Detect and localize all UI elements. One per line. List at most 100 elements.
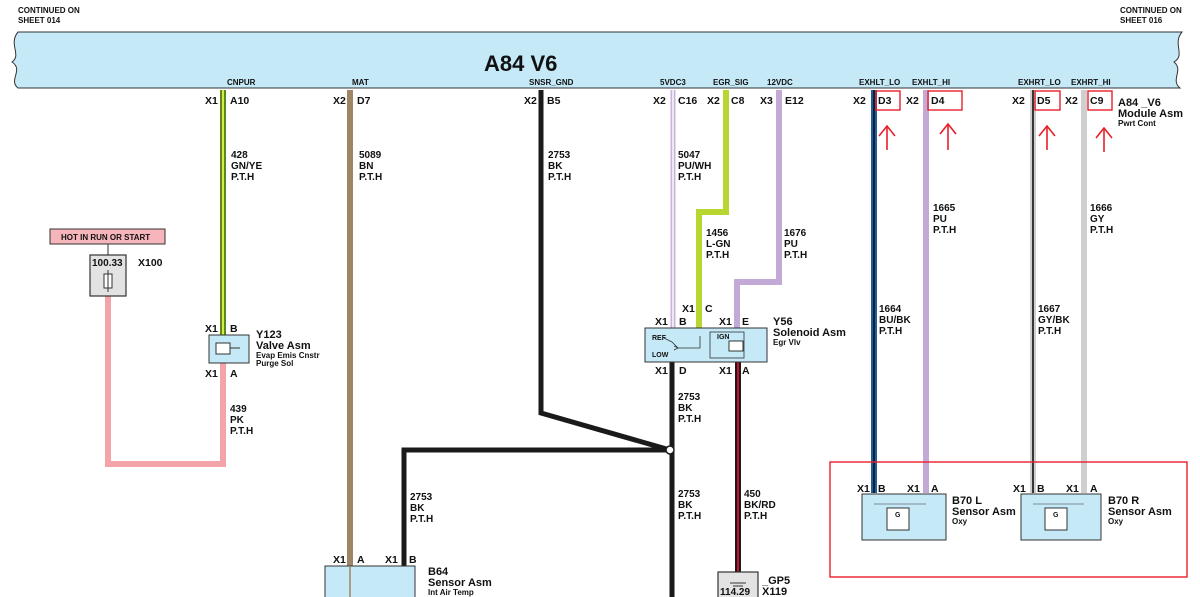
b70l-pin-b: B <box>878 483 886 495</box>
wire-2753-snsr-gnd[interactable] <box>538 90 671 453</box>
gp5-connector: X119 <box>762 586 787 597</box>
module-label-desc: Pwrt Cont <box>1118 119 1156 128</box>
hot-in-run-label: HOT IN RUN OR START <box>49 228 166 245</box>
module-a84-v6[interactable]: A84 V6 <box>11 31 1184 89</box>
fuse-100-33[interactable]: 100.33 <box>89 254 127 297</box>
pin-c8-conn: X2 <box>707 95 720 107</box>
wire-439-color: PK <box>230 415 245 426</box>
y56-pin-b: B <box>679 316 687 328</box>
pin-e12: E12 <box>785 95 804 107</box>
b70l-pin-a: A <box>931 483 939 495</box>
continued-right-line2: SHEET 016 <box>1120 16 1163 25</box>
y56-pin-c: C <box>705 303 713 315</box>
oxy-sensor-icon <box>1044 507 1068 531</box>
wire-1456-pth: P.T.H <box>706 250 729 261</box>
pin-c16-conn: X2 <box>653 95 666 107</box>
wire-439-pth: P.T.H <box>230 426 253 437</box>
hot-in-run-text: HOT IN RUN OR START <box>61 233 150 242</box>
arrow-up-icon <box>939 122 957 150</box>
wire-450-color: BK/RD <box>744 500 776 511</box>
wire-1456-color: L-GN <box>706 239 730 250</box>
y56-desc: Egr Vlv <box>773 338 801 347</box>
y56-ref-label: REF <box>652 335 667 342</box>
y56-solenoid-asm[interactable]: REF LOW IGN <box>644 327 768 363</box>
signal-12vdc: 12VDC <box>767 78 793 87</box>
b70l-oxy-sensor[interactable]: G <box>861 493 947 541</box>
y123-id: Y123 <box>256 329 282 341</box>
b64-iat-sensor[interactable] <box>324 565 416 597</box>
arrow-up-icon <box>878 124 896 150</box>
pin-d7-conn: X2 <box>333 95 346 107</box>
wire-2753d-color: BK <box>678 500 693 511</box>
pin-d5-conn: X2 <box>1012 95 1025 107</box>
wire-1667-pth: P.T.H <box>1038 326 1061 337</box>
b70r-oxy-sensor[interactable]: G <box>1020 493 1102 541</box>
wire-5047-color: PU/WH <box>678 161 711 172</box>
pin-c9: C9 <box>1090 95 1104 107</box>
gp5-ground-point[interactable]: 114.29 <box>717 571 759 597</box>
wire-1664-color: BU/BK <box>879 315 911 326</box>
wire-1665-color: PU <box>933 214 947 225</box>
b64-id: B64 <box>428 566 449 578</box>
wire-1667-num: 1667 <box>1038 304 1061 315</box>
pin-d3: D3 <box>878 95 892 107</box>
y56-pin-d-conn: X1 <box>655 365 668 377</box>
wire-1456[interactable] <box>696 90 729 328</box>
wire-1666-num: 1666 <box>1090 203 1113 214</box>
wire-439[interactable] <box>105 296 226 467</box>
y56-type: Solenoid Asm <box>773 327 846 339</box>
wire-450-num: 450 <box>744 489 761 500</box>
y123-desc1: Evap Emis Cnstr <box>256 351 320 360</box>
wire-450-pth: P.T.H <box>744 511 767 522</box>
wire-2753b-pth: P.T.H <box>678 414 701 425</box>
b70l-pin-a-conn: X1 <box>907 483 920 495</box>
module-title: A84 V6 <box>484 51 557 76</box>
solenoid-coil-icon <box>728 340 744 352</box>
pin-d7: D7 <box>357 95 371 107</box>
wire-1666-pth: P.T.H <box>1090 225 1113 236</box>
b64-pin-a-conn: X1 <box>333 554 346 566</box>
signal-mat: MAT <box>352 78 369 87</box>
wire-2753-b64[interactable] <box>401 447 670 566</box>
y56-pin-b-conn: X1 <box>655 316 668 328</box>
wire-1664-num: 1664 <box>879 304 902 315</box>
pin-b5: B5 <box>547 95 561 107</box>
continued-left-line2: SHEET 014 <box>18 16 61 25</box>
pin-d4: D4 <box>931 95 945 107</box>
b70r-pin-a-conn: X1 <box>1066 483 1079 495</box>
wire-2753b-color: BK <box>678 403 693 414</box>
signal-egr-sig: EGR_SIG <box>713 78 749 87</box>
wire-5047-pth: P.T.H <box>678 172 701 183</box>
highlight-d3 <box>875 90 901 111</box>
arrow-up-icon <box>1095 126 1113 152</box>
y123-pin-b: B <box>230 323 238 335</box>
wire-2753d-num: 2753 <box>678 489 701 500</box>
module-label-name: A84 _V6 <box>1118 97 1161 109</box>
wire-1676-num: 1676 <box>784 228 807 239</box>
y123-type: Valve Asm <box>256 340 311 352</box>
highlight-d5 <box>1034 90 1061 111</box>
pin-d3-conn: X2 <box>853 95 866 107</box>
y123-pin-a: A <box>230 368 238 380</box>
wire-1665-num: 1665 <box>933 203 956 214</box>
y56-pin-a: A <box>742 365 750 377</box>
y123-valve-asm[interactable] <box>208 334 250 364</box>
b70l-g: G <box>895 512 901 519</box>
pin-a10-conn: X1 <box>205 95 218 107</box>
wire-428-pth: P.T.H <box>231 172 254 183</box>
b70l-desc: Oxy <box>952 517 968 526</box>
b64-pin-b: B <box>409 554 417 566</box>
y56-pin-c-conn: X1 <box>682 303 695 315</box>
wire-1676[interactable] <box>734 90 782 328</box>
annotation-group <box>829 90 1188 578</box>
b70r-type: Sensor Asm <box>1108 506 1172 518</box>
wire-2753c-pth: P.T.H <box>410 514 433 525</box>
signal-snsr-gnd: SNSR_GND <box>529 78 574 87</box>
b70l-pin-b-conn: X1 <box>857 483 870 495</box>
signal-exhrt-lo: EXHRT_LO <box>1018 78 1061 87</box>
continued-left-line1: CONTINUED ON <box>18 6 80 15</box>
b70r-pin-a: A <box>1090 483 1098 495</box>
b70r-id: B70 R <box>1108 495 1139 507</box>
y123-pin-b-conn: X1 <box>205 323 218 335</box>
b70r-pin-b-conn: X1 <box>1013 483 1026 495</box>
